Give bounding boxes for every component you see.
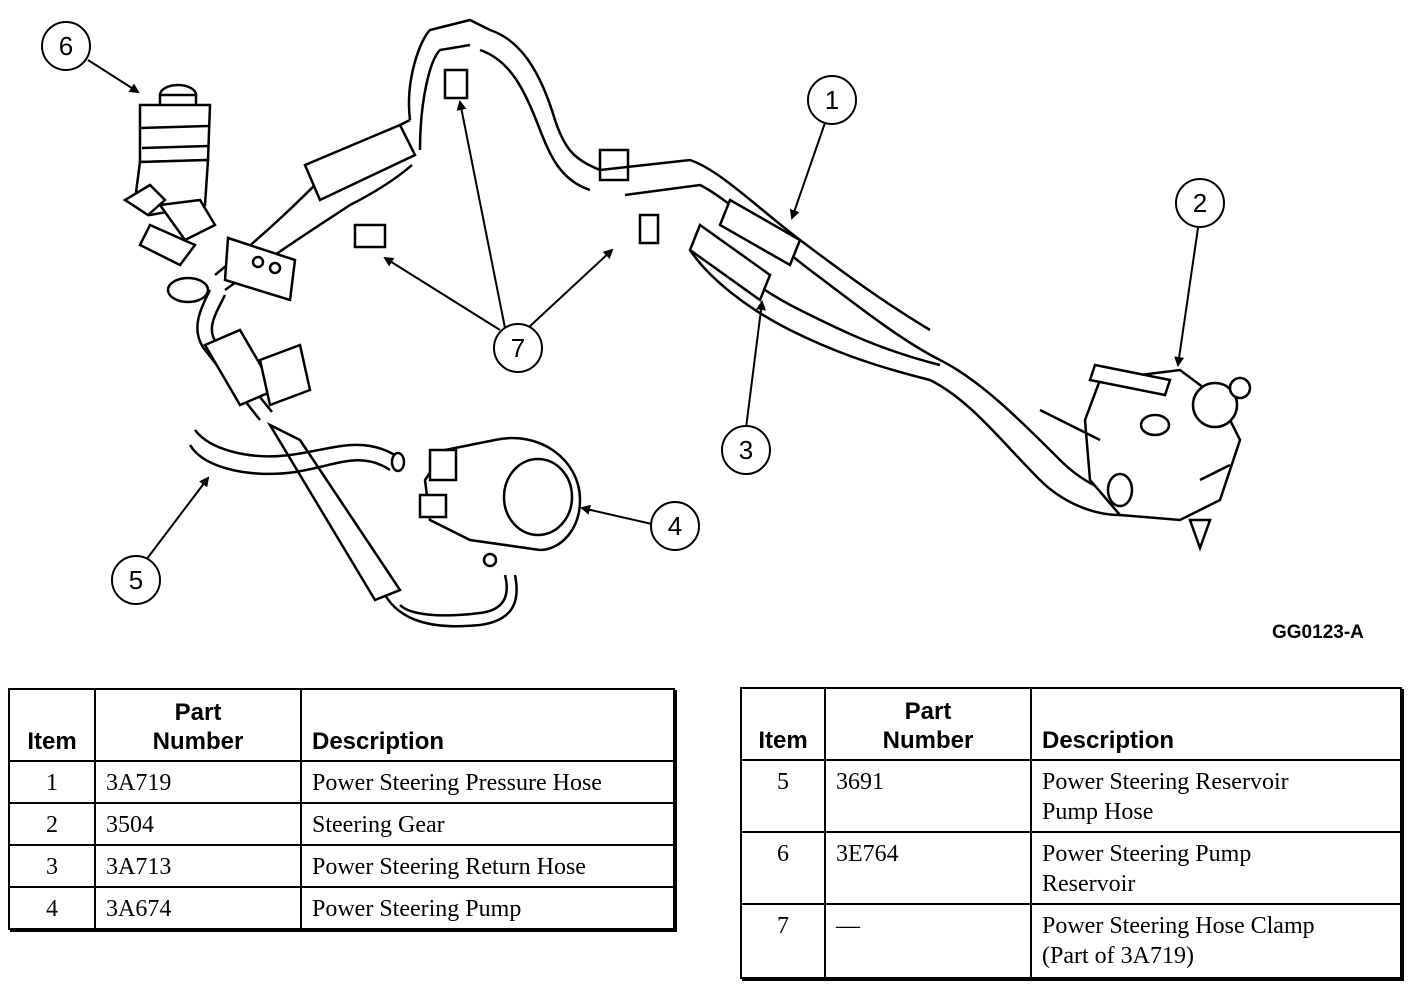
header-description: Description [300,688,675,762]
figure-code: GG0123-A [1272,622,1364,643]
row-part-number: 3A719 [94,760,302,804]
row-description: Power Steering Pressure Hose [300,760,675,804]
callout-2: 2 [1175,178,1225,228]
row-item: 6 [740,831,826,905]
header-description: Description [1030,687,1402,761]
table-row: 2 3504 Steering Gear [8,802,675,846]
table-row: 1 3A719 Power Steering Pressure Hose [8,760,675,804]
svg-text:5: 5 [129,565,143,595]
row-item: 3 [8,844,96,888]
callout-4: 4 [650,501,700,551]
svg-text:7: 7 [511,333,525,363]
steering-gear-illustration [1039,363,1252,552]
callout-3: 3 [721,425,771,475]
row-part-number: 3504 [94,802,302,846]
row-item: 7 [740,903,826,979]
svg-text:3: 3 [739,435,753,465]
pressure-hose-illustration [214,18,1121,517]
power-steering-reservoir-illustration [122,83,217,304]
svg-text:6: 6 [59,31,73,61]
row-part-number: 3A674 [94,886,302,930]
row-part-number: 3691 [824,759,1032,833]
row-part-number: — [824,903,1032,979]
reservoir-pump-hose-illustration [188,429,406,476]
power-steering-pump-illustration [418,436,582,568]
callout-7: 7 [493,323,543,373]
row-item: 4 [8,886,96,930]
callout-1: 1 [807,75,857,125]
header-item: Item [8,688,96,762]
callout-6: 6 [41,21,91,71]
callout-arrows [87,59,1199,561]
row-part-number: 3E764 [824,831,1032,905]
row-item: 2 [8,802,96,846]
row-description: Steering Gear [300,802,675,846]
row-item: 1 [8,760,96,804]
header-item: Item [740,687,826,761]
table-row: 3 3A713 Power Steering Return Hose [8,844,675,888]
row-description: Power Steering Return Hose [300,844,675,888]
table-row: 7 — Power Steering Hose Clamp(Part of 3A… [740,903,1402,979]
svg-text:1: 1 [825,85,839,115]
row-description: Power Steering Pump [300,886,675,930]
table-row: 4 3A674 Power Steering Pump [8,886,675,930]
return-hose-illustration [196,289,518,628]
svg-text:4: 4 [668,511,682,541]
row-item: 5 [740,759,826,833]
svg-text:2: 2 [1193,188,1207,218]
row-part-number: 3A713 [94,844,302,888]
hose-routing-diagram: 6 1 2 7 3 4 5 [41,18,1252,628]
row-description: Power Steering Hose Clamp(Part of 3A719) [1030,903,1402,979]
callout-5: 5 [111,555,161,605]
